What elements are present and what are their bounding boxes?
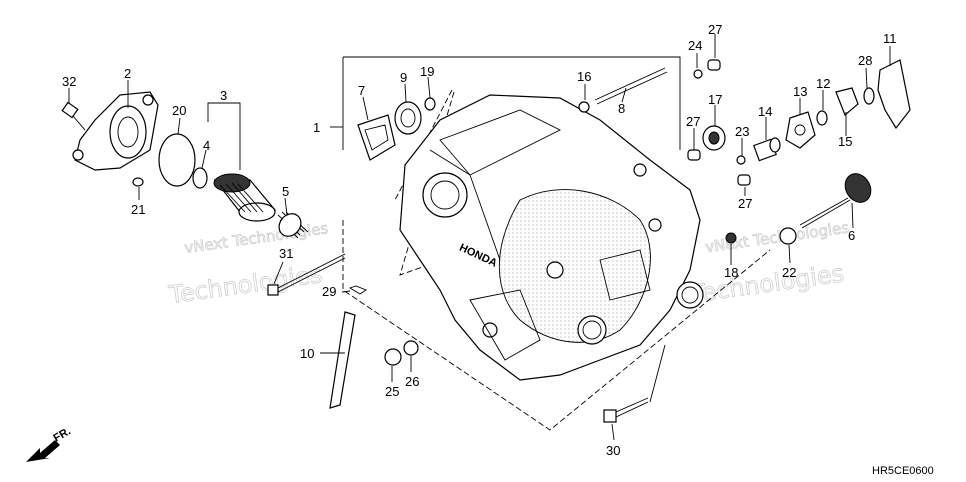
- part-4-ring: [192, 167, 208, 189]
- callout-28: 28: [858, 53, 872, 68]
- callout-6: 6: [848, 228, 855, 243]
- callout-24: 24: [688, 38, 702, 53]
- callout-22: 22: [782, 265, 796, 280]
- part-12-o-ring: [816, 110, 828, 126]
- svg-text:FR.: FR.: [52, 425, 73, 444]
- callout-1: 1: [313, 120, 320, 135]
- callout-9: 9: [400, 70, 407, 85]
- watermark-left: vNext Technologies Technologies: [166, 219, 330, 310]
- part-5-spring: [277, 211, 309, 239]
- callout-19: 19: [420, 64, 434, 79]
- svg-text:Technologies: Technologies: [166, 260, 324, 309]
- callout-14: 14: [758, 104, 772, 119]
- part-31-bolt: [267, 253, 346, 296]
- callout-18: 18: [724, 265, 738, 280]
- callout-13: 13: [793, 84, 807, 99]
- callout-17: 17: [708, 92, 722, 107]
- part-2-filter-cover: [72, 91, 159, 171]
- part-26-washer: [403, 340, 419, 356]
- part-30-bolt: [603, 397, 649, 423]
- leader-lines: [68, 34, 891, 441]
- callout-31: 31: [279, 246, 293, 261]
- part-17-bearing: [702, 125, 726, 151]
- part-9-seal: [394, 101, 422, 135]
- callout-3: 3: [220, 88, 227, 103]
- callout-26: 26: [405, 374, 419, 389]
- watermark-right: vNext Technologies Technologies: [688, 218, 851, 309]
- callout-labels: 32 2 20 3 4 5 21 31 29 10 1 7 9 19 25 26…: [62, 22, 897, 458]
- callout-2: 2: [124, 66, 131, 81]
- part-29-clip: [348, 285, 367, 295]
- callout-27-mid: 27: [686, 114, 700, 129]
- part-7-guide: [357, 114, 396, 161]
- callout-25: 25: [385, 384, 399, 399]
- callout-27-top: 27: [708, 22, 722, 37]
- svg-text:vNext Technologies: vNext Technologies: [183, 219, 329, 257]
- part-18-bolt-head: [725, 232, 737, 244]
- part-22-o-ring: [779, 227, 797, 245]
- callout-16: 16: [577, 69, 591, 84]
- callout-23: 23: [735, 124, 749, 139]
- part-6-dipstick: [799, 173, 872, 229]
- part-15-plate: [835, 87, 859, 117]
- callout-7: 7: [358, 83, 365, 98]
- front-direction-arrow: FR.: [26, 425, 73, 462]
- callout-12: 12: [816, 76, 830, 91]
- part-27-dowel-low: [737, 174, 751, 186]
- part-8-shaft: [594, 67, 668, 105]
- callout-29: 29: [322, 284, 336, 299]
- part-3-oil-filter: [213, 173, 277, 222]
- callout-30: 30: [606, 443, 620, 458]
- part-21-washer: [132, 177, 144, 187]
- part-16-washer: [578, 101, 590, 113]
- part-27-dowel-top: [707, 59, 721, 71]
- part-19-washer: [424, 97, 436, 111]
- callout-8: 8: [618, 101, 625, 116]
- part-28-o-ring: [863, 87, 875, 105]
- part-13-cover: [785, 111, 816, 149]
- callout-32: 32: [62, 74, 76, 89]
- part-14-plug: [753, 137, 781, 162]
- callout-27-low: 27: [738, 196, 752, 211]
- callout-21: 21: [131, 202, 145, 217]
- part-10-tube: [329, 311, 356, 409]
- diagram-reference-code: HR5CE0600: [872, 465, 934, 477]
- svg-text:Technologies: Technologies: [688, 259, 846, 308]
- callout-15: 15: [838, 134, 852, 149]
- callout-5: 5: [282, 184, 289, 199]
- callout-10: 10: [300, 346, 314, 361]
- callout-4: 4: [203, 138, 210, 153]
- callout-11: 11: [883, 31, 897, 46]
- part-32-bolt: [61, 101, 86, 131]
- part-11-cover: [877, 59, 911, 130]
- part-27-dowel-mid: [687, 149, 701, 161]
- callout-20: 20: [172, 103, 186, 118]
- crankcase-cover: HONDA: [399, 94, 704, 381]
- part-24-washer: [693, 69, 703, 79]
- part-25-nut: [384, 348, 402, 366]
- part-23-washer: [736, 155, 746, 165]
- part-20-o-ring: [158, 133, 196, 187]
